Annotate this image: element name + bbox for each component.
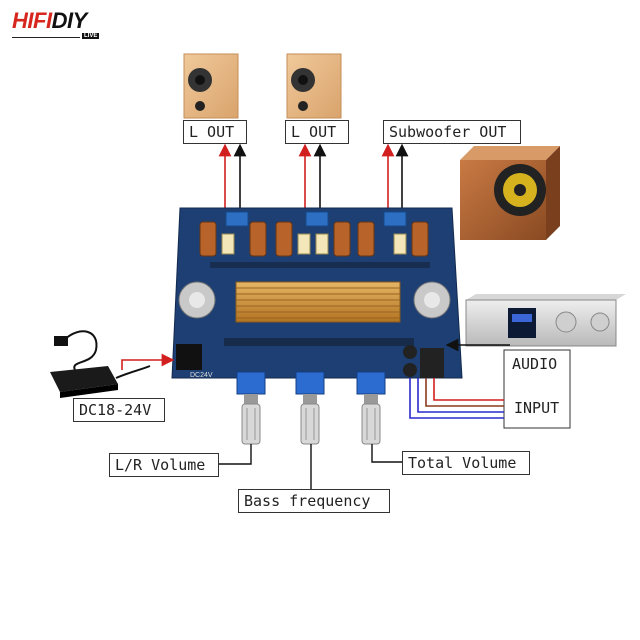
audio-input-box [503,349,571,429]
bass-frequency-label: Bass frequency [238,489,390,513]
total-volume-label: Total Volume [402,451,530,475]
audio-label: AUDIO [512,355,558,373]
logo-text: HIFIDIY [12,8,87,33]
subwoofer-icon [460,146,560,240]
total-volume-knob-icon [361,394,381,445]
amplifier-board [171,207,463,395]
input-label: INPUT [514,399,560,417]
left-out-label-2: L OUT [285,120,349,144]
brand-logo: HIFIDIY LIVE [12,8,112,44]
lr-volume-label: L/R Volume [109,453,219,477]
subwoofer-out-label: Subwoofer OUT [383,120,521,144]
bass-frequency-knob-icon [300,394,320,445]
left-out-label-1: L OUT [183,120,247,144]
lr-volume-knob-icon [241,394,261,445]
speaker-left-2-icon [286,53,342,119]
speaker-left-1-icon [183,53,239,119]
power-label: DC18-24V [73,398,165,422]
logo-underline [12,37,80,38]
logo-subtext: LIVE [82,33,100,39]
power-adapter-icon [50,330,151,398]
dc-jack-marking: DC24V [190,372,213,379]
audio-source-device-icon [465,294,626,347]
